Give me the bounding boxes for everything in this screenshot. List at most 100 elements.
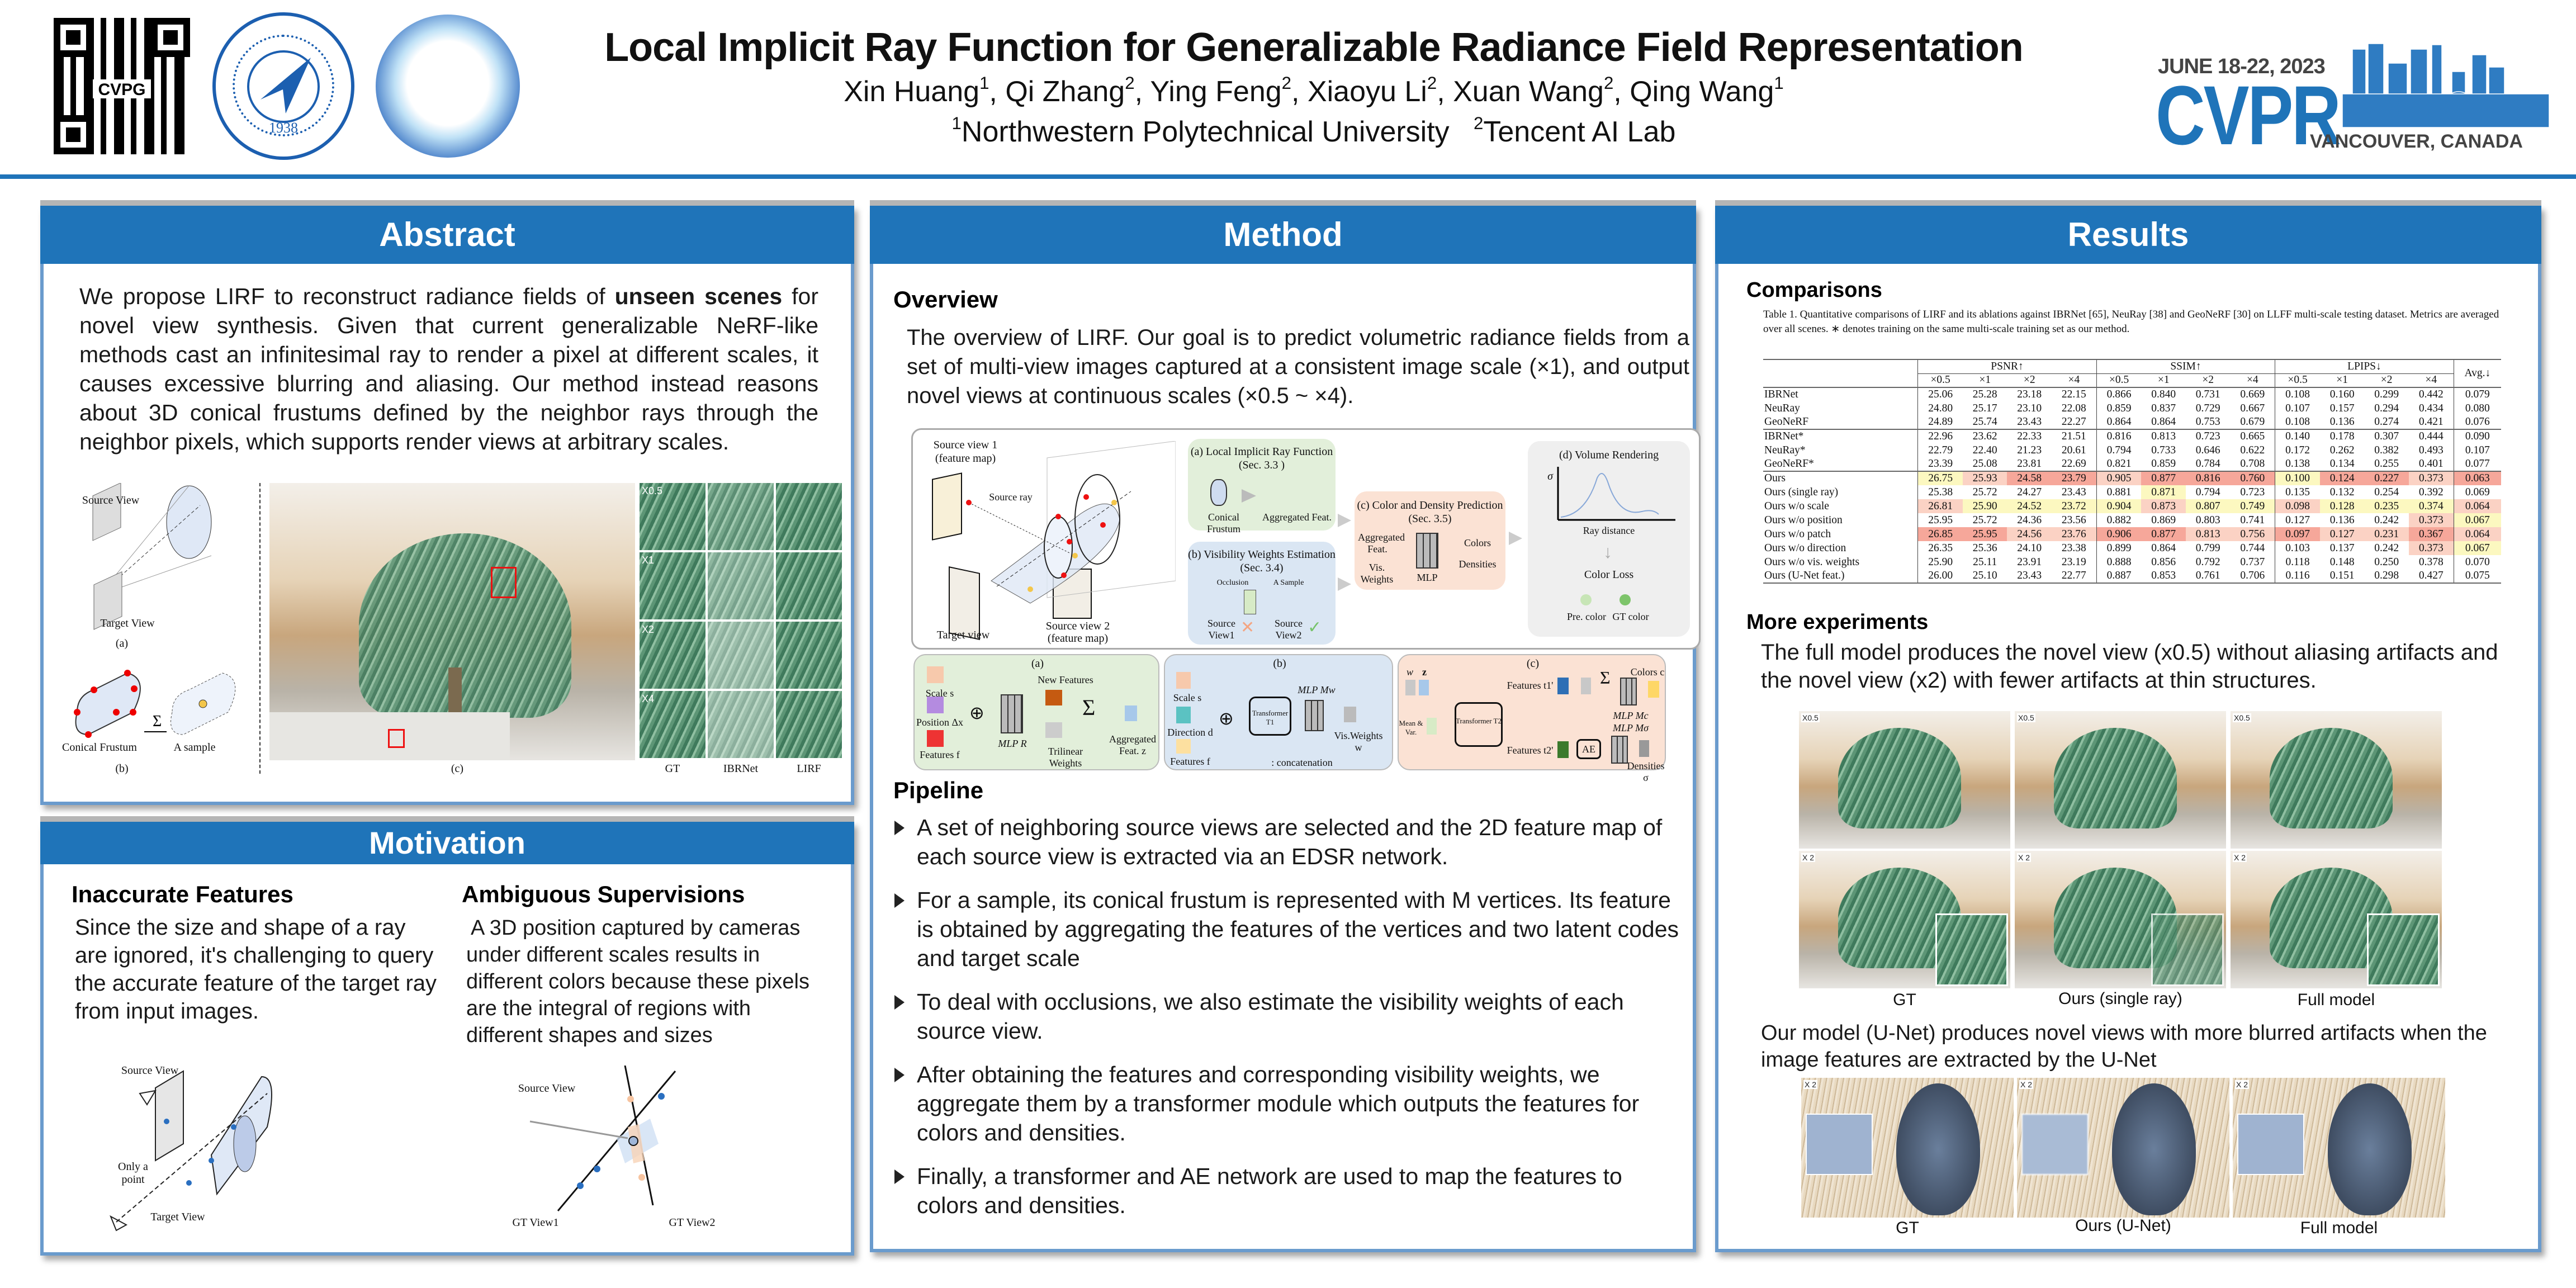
color-density-module-tile: (c) Color and Density Prediction (Sec. 3…	[1355, 491, 1505, 590]
method-heading: Method	[870, 206, 1696, 264]
table-cell: 0.127	[2275, 513, 2320, 527]
table-cell: 0.904	[2096, 499, 2142, 513]
table-cell: 0.723	[2195, 430, 2220, 442]
table-cell: 0.098	[2275, 499, 2320, 513]
table-cell: 0.444	[2418, 430, 2444, 442]
table-cell: 0.067	[2453, 513, 2501, 527]
source-view2-frame	[1053, 569, 1092, 619]
table-cell: 23.72	[2051, 499, 2097, 513]
grid2-label: Full model	[2300, 1219, 2378, 1237]
inaccurate-features-text: Since the size and shape of a ray are ig…	[75, 915, 437, 1024]
gt-view1-label: GT View1	[512, 1216, 559, 1229]
group-header: LPIPS↓	[2275, 359, 2454, 373]
table-cell: 0.794	[2096, 443, 2142, 457]
author: Xin Huang	[844, 75, 980, 108]
table-cell: 0.821	[2096, 457, 2142, 471]
a-sample-label: A sample	[173, 741, 216, 754]
table-cell: 0.067	[2453, 541, 2501, 555]
source-view-label: Source View	[518, 1082, 576, 1095]
table-cell: 0.373	[2408, 513, 2454, 527]
table-cell: 0.882	[2096, 513, 2142, 527]
table-cell: 23.39	[1917, 457, 1963, 471]
table-cell: 0.899	[2096, 541, 2142, 555]
table-cell: 0.299	[2374, 389, 2399, 400]
mlp-block	[1416, 533, 1438, 569]
row-label: Ours (U-Net feat.)	[1764, 570, 1845, 581]
table-cell: 0.888	[2096, 555, 2142, 569]
table-cell: 0.079	[2453, 387, 2501, 401]
table-cell: 0.298	[2374, 570, 2399, 581]
table-cell: 0.116	[2275, 569, 2320, 583]
conference-location: VANCOUVER, CANADA	[2310, 131, 2523, 152]
city-skyline-icon	[2342, 43, 2549, 127]
conference-name: CVPR	[2156, 68, 2341, 162]
plant-scene-image	[269, 483, 635, 760]
table-cell: 0.069	[2453, 485, 2501, 499]
table-cell: 0.864	[2151, 416, 2176, 428]
overview-diagram: Source view 1 (feature map) Source ray T…	[911, 428, 1701, 650]
table-cell: 26.81	[1917, 499, 1963, 513]
table-cell: 0.749	[2230, 499, 2275, 513]
table-cell: 0.076	[2453, 415, 2501, 429]
comparison-image: X 2	[2233, 1078, 2445, 1218]
table-cell: 0.859	[2096, 401, 2142, 415]
group-header: PSNR↑	[1917, 359, 2097, 373]
table-cell: 0.157	[2329, 402, 2355, 414]
avg-header: Avg.↓	[2453, 359, 2501, 387]
table-cell: 0.493	[2418, 444, 2444, 456]
abstract-text: We propose LIRF to reconstruct radiance …	[79, 283, 818, 454]
table-cell: 0.866	[2096, 387, 2142, 401]
crop-box	[491, 567, 517, 598]
pipeline-title: Pipeline	[893, 777, 984, 803]
table-cell: 0.127	[2319, 527, 2365, 541]
table-cell: 0.741	[2240, 514, 2265, 526]
table-cell: 0.871	[2141, 485, 2186, 499]
results-table-wrap: PSNR↑ SSIM↑ LPIPS↓ Avg.↓ ×0.5×1×2×4 ×0.5…	[1763, 359, 2501, 584]
qr-code[interactable]: CVPG	[54, 18, 190, 154]
table-cell: 0.792	[2195, 556, 2220, 568]
table-cell: 0.100	[2275, 471, 2320, 485]
figure-divider	[259, 483, 261, 774]
comparison-image: X0.5	[2231, 711, 2442, 849]
row-label: GeoNeRF*	[1764, 458, 1814, 470]
motivation-heading: Motivation	[40, 822, 854, 864]
table-cell: 22.15	[2061, 389, 2086, 400]
plane-icon	[261, 58, 311, 113]
table-cell: 0.744	[2240, 542, 2265, 554]
table-cell: 0.622	[2240, 444, 2265, 456]
frustum-diagram-b: Σ	[74, 670, 236, 738]
table-cell: 24.89	[1917, 415, 1963, 429]
ambiguous-supervisions-text: A 3D position captured by cameras under …	[466, 916, 809, 1047]
table-cell: 0.373	[2408, 541, 2454, 555]
table-cell: 0.070	[2453, 555, 2501, 569]
arrow-icon	[1338, 577, 1351, 591]
table-cell: 25.28	[1972, 389, 1997, 400]
ray-cone-diagram	[110, 1070, 272, 1232]
ae-block	[1576, 739, 1601, 759]
poster-title: Local Implicit Ray Function for Generali…	[604, 25, 2024, 70]
table-cell: 25.11	[1973, 556, 1997, 568]
comparison-image: X 2	[1799, 851, 2010, 988]
comparison-image: X 2	[2017, 1078, 2229, 1218]
table-cell: 0.373	[2408, 471, 2454, 485]
grid1-label: Full model	[2297, 991, 2375, 1009]
table-cell: 21.51	[2061, 430, 2086, 442]
comparison-image: X 2	[2015, 851, 2226, 988]
column-label: GT	[665, 763, 680, 775]
table-cell: 0.906	[2096, 527, 2142, 541]
conical-frustum-label: Conical Frustum	[62, 741, 137, 754]
table-cell: 23.81	[2017, 458, 2042, 470]
table-cell: 0.873	[2141, 499, 2186, 513]
table-cell: 24.52	[2007, 499, 2052, 513]
table-cell: 0.816	[2096, 429, 2142, 443]
table-cell: 0.864	[2151, 542, 2176, 554]
group-header: SSIM↑	[2096, 359, 2275, 373]
author: Qi Zhang	[1005, 75, 1125, 108]
row-label: Ours	[1764, 472, 1786, 484]
